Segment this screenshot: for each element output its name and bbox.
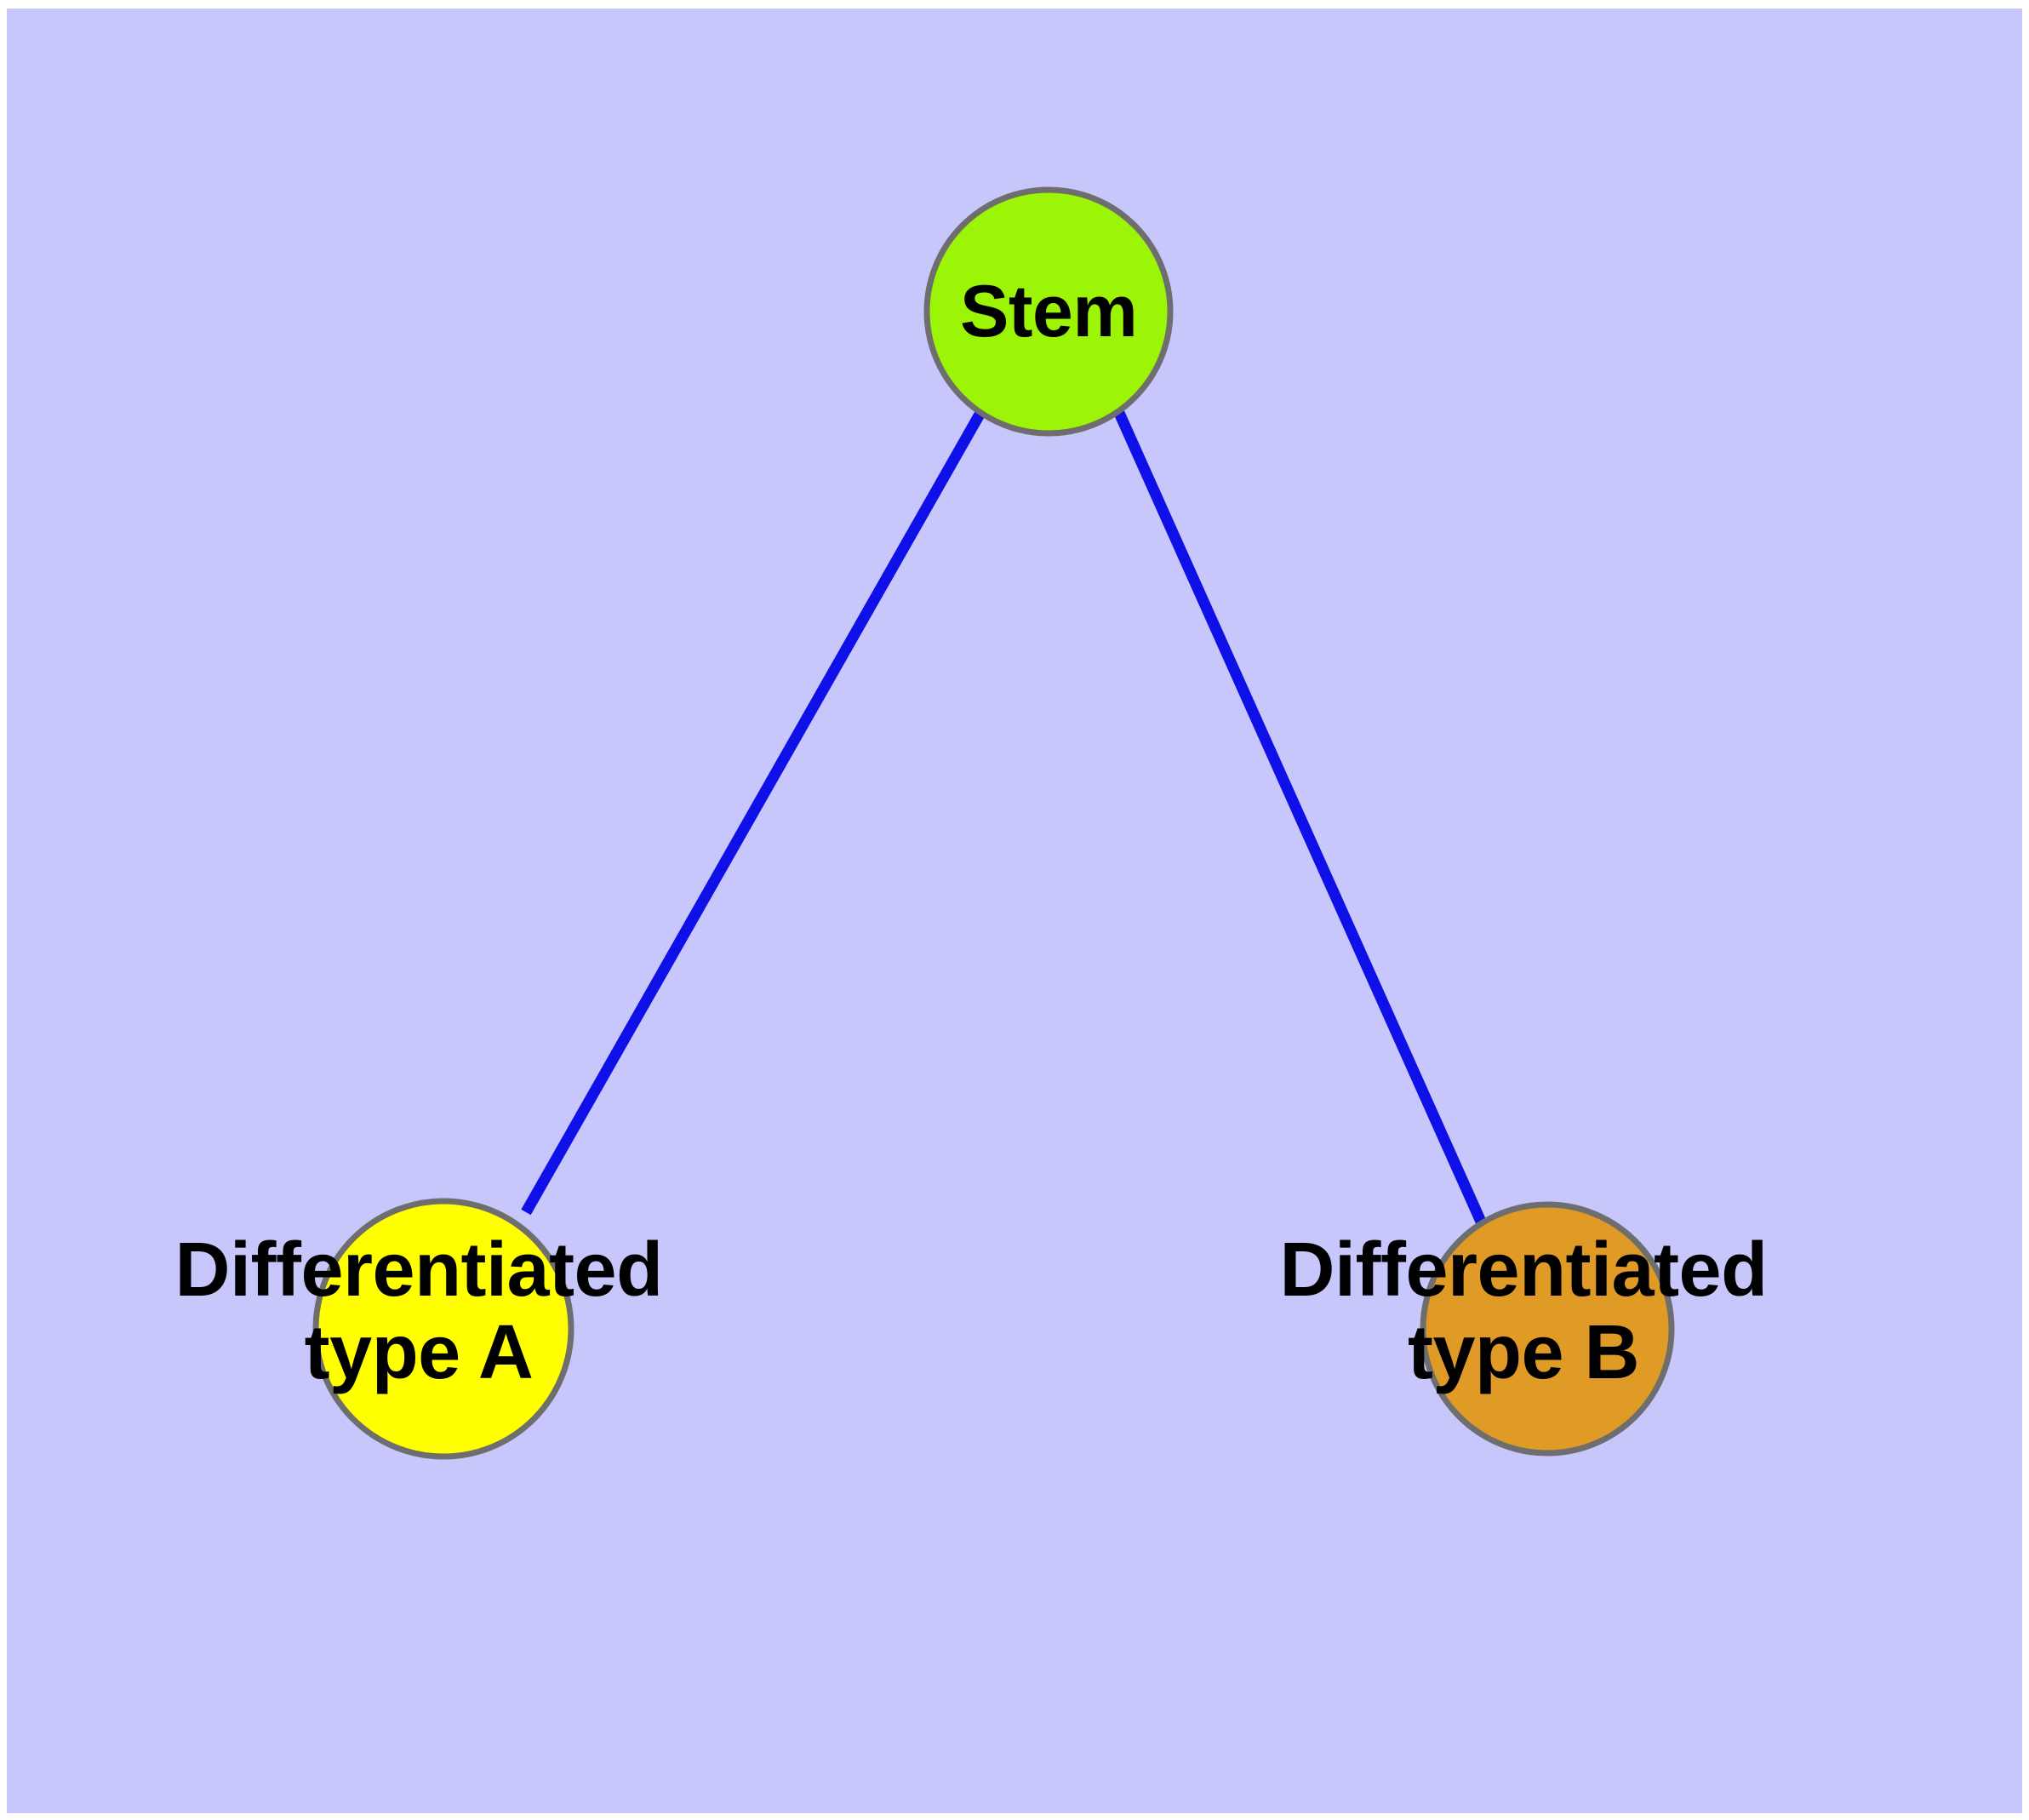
node-differentiated-type-a[interactable] — [312, 1198, 574, 1460]
node-differentiated-type-b[interactable] — [1420, 1201, 1675, 1457]
node-stem[interactable] — [923, 186, 1174, 437]
edge-stem-to-differentiated-type-a[interactable] — [521, 409, 986, 1216]
edge-stem-to-differentiated-type-b[interactable] — [1114, 410, 1486, 1224]
